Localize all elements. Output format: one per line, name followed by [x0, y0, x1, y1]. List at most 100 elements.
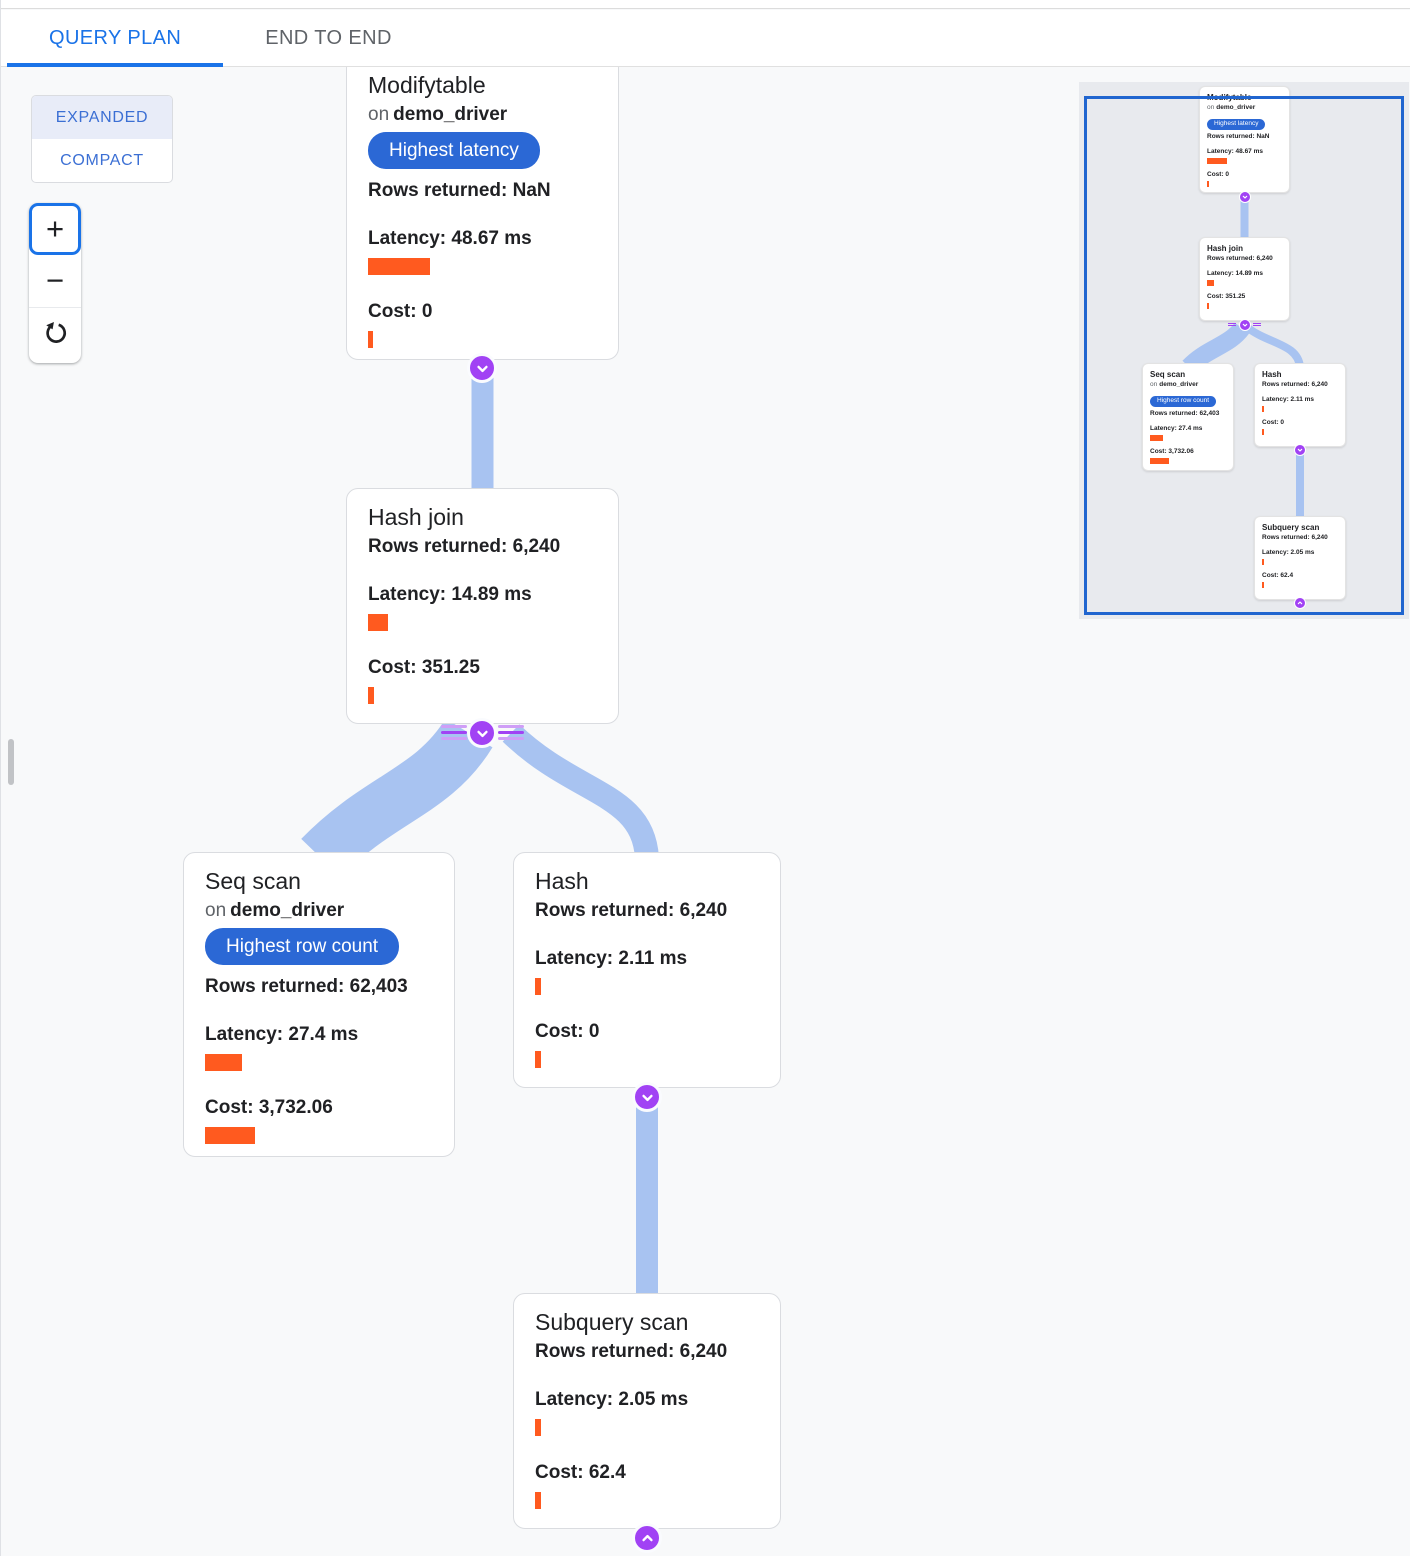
minimap-rows: Rows returned: 62,403 [1150, 410, 1220, 417]
minimap-node-title: Subquery scan [1262, 523, 1320, 532]
expanded-button[interactable]: EXPANDED [32, 96, 172, 139]
minus-icon: − [45, 263, 65, 298]
minimap-cost: Cost: 62.4 [1262, 572, 1294, 579]
view-mode-toggle: EXPANDED COMPACT [31, 95, 173, 183]
cost-metric: Cost: 62.4 [535, 1458, 762, 1509]
cost-bar [535, 1051, 541, 1068]
edge-hashjoin-seqscan [301, 717, 493, 878]
latency-label: Latency: 48.67 ms [368, 228, 532, 249]
chevron-down-icon [473, 724, 492, 743]
zoom-out-button[interactable]: − [29, 255, 81, 307]
cost-label: Cost: 62.4 [535, 1462, 626, 1483]
minimap-viewport-rect[interactable] [1084, 96, 1404, 615]
node-subquery-scan[interactable]: Subquery scan Rows returned: 6,240 Laten… [513, 1293, 781, 1529]
cost-label: Cost: 3,732.06 [205, 1097, 333, 1118]
minimap-latency: Latency: 27.4 ms [1150, 425, 1203, 432]
reset-zoom-button[interactable] [29, 307, 81, 363]
minimap-latency: Latency: 2.05 ms [1262, 549, 1315, 556]
node-title: Hash [535, 868, 589, 894]
tab-bar: QUERY PLAN END TO END [1, 10, 1410, 67]
latency-bar [205, 1054, 242, 1071]
cost-metric: Cost: 0 [368, 297, 600, 348]
minimap-node-title: Hash [1262, 370, 1282, 379]
latency-bar [535, 978, 541, 995]
rows-returned-label: Rows returned: NaN [368, 180, 551, 201]
minimap-latency: Latency: 48.67 ms [1207, 148, 1264, 155]
rows-returned-label: Rows returned: 6,240 [368, 536, 561, 557]
collapse-button-modifytable[interactable] [467, 353, 497, 383]
minimap-chevron-down-icon [1238, 191, 1251, 203]
node-hash[interactable]: Hash Rows returned: 6,240 Latency: 2.11 … [513, 852, 781, 1088]
minimap-badge: Highest row count [1150, 395, 1217, 407]
latency-metric: Latency: 14.89 ms [368, 580, 600, 631]
latency-label: Latency: 2.05 ms [535, 1389, 689, 1410]
latency-bar [535, 1419, 541, 1436]
connector-lines-right [498, 725, 524, 740]
latency-metric: Latency: 2.11 ms [535, 944, 762, 995]
minimap-chevron-down-icon [1294, 444, 1306, 456]
chevron-down-icon [473, 359, 492, 378]
left-scrollbar-thumb[interactable] [8, 739, 14, 785]
cost-label: Cost: 0 [535, 1021, 600, 1042]
node-title: Seq scan [205, 868, 301, 894]
minimap-latency-bar [1207, 280, 1214, 286]
minimap-latency-bar [1262, 406, 1264, 412]
cost-bar [535, 1492, 541, 1509]
latency-label: Latency: 27.4 ms [205, 1024, 359, 1045]
collapse-button-hash[interactable] [632, 1082, 662, 1112]
minimap-cost-bar [1150, 458, 1169, 464]
minimap-cost: Cost: 3,732.06 [1150, 448, 1194, 455]
tab-end-to-end[interactable]: END TO END [223, 10, 434, 66]
latency-metric: Latency: 27.4 ms [205, 1020, 436, 1071]
latency-metric: Latency: 2.05 ms [535, 1385, 762, 1436]
cost-metric: Cost: 3,732.06 [205, 1093, 436, 1144]
plus-icon: + [45, 211, 65, 246]
minimap-connector-lines [1228, 323, 1236, 328]
minimap-cost-bar [1207, 181, 1209, 187]
latency-bar [368, 258, 430, 275]
rows-returned-label: Rows returned: 62,403 [205, 976, 408, 997]
minimap-rows: Rows returned: 6,240 [1207, 255, 1273, 262]
minimap-badge: Highest latency [1207, 118, 1266, 130]
minimap-rows: Rows returned: NaN [1207, 133, 1270, 140]
latency-metric: Latency: 48.67 ms [368, 224, 600, 275]
cost-label: Cost: 0 [368, 301, 433, 322]
node-hash-join[interactable]: Hash join Rows returned: 6,240 Latency: … [346, 488, 619, 724]
cost-label: Cost: 351.25 [368, 657, 480, 678]
collapse-button-hash-join[interactable] [467, 718, 497, 748]
tab-query-plan[interactable]: QUERY PLAN [7, 10, 224, 67]
minimap-node-hash-join: Hash join Rows returned: 6,240 Latency: … [1199, 237, 1290, 321]
minimap-node-subquery-scan: Subquery scan Rows returned: 6,240 Laten… [1254, 516, 1346, 600]
zoom-controls: + − [29, 203, 81, 363]
highest-latency-badge: Highest latency [368, 132, 540, 169]
chevron-down-icon [638, 1088, 657, 1107]
cost-metric: Cost: 351.25 [368, 653, 600, 704]
latency-label: Latency: 2.11 ms [535, 948, 688, 969]
cost-metric: Cost: 0 [535, 1017, 762, 1068]
minimap-chevron-up-icon [1294, 597, 1306, 609]
minimap-rows: Rows returned: 6,240 [1262, 381, 1328, 388]
latency-label: Latency: 14.89 ms [368, 584, 532, 605]
rows-returned-label: Rows returned: 6,240 [535, 900, 728, 921]
top-divider [1, 0, 1410, 9]
tab-label: QUERY PLAN [49, 26, 182, 49]
connector-lines-left [441, 725, 467, 740]
node-title: Modifytable [368, 72, 486, 98]
expand-button-subquery-scan[interactable] [632, 1523, 662, 1553]
minimap-cost: Cost: 351.25 [1207, 293, 1246, 300]
compact-button[interactable]: COMPACT [60, 151, 144, 169]
zoom-in-button[interactable]: + [29, 203, 81, 255]
minimap-node-hash: Hash Rows returned: 6,240 Latency: 2.11 … [1254, 363, 1346, 447]
node-title: Subquery scan [535, 1309, 689, 1335]
minimap-cost-bar [1262, 429, 1264, 435]
tab-label: END TO END [265, 26, 392, 49]
reset-zoom-icon [42, 318, 69, 354]
node-title: Hash join [368, 504, 464, 530]
minimap-latency-bar [1150, 435, 1163, 441]
